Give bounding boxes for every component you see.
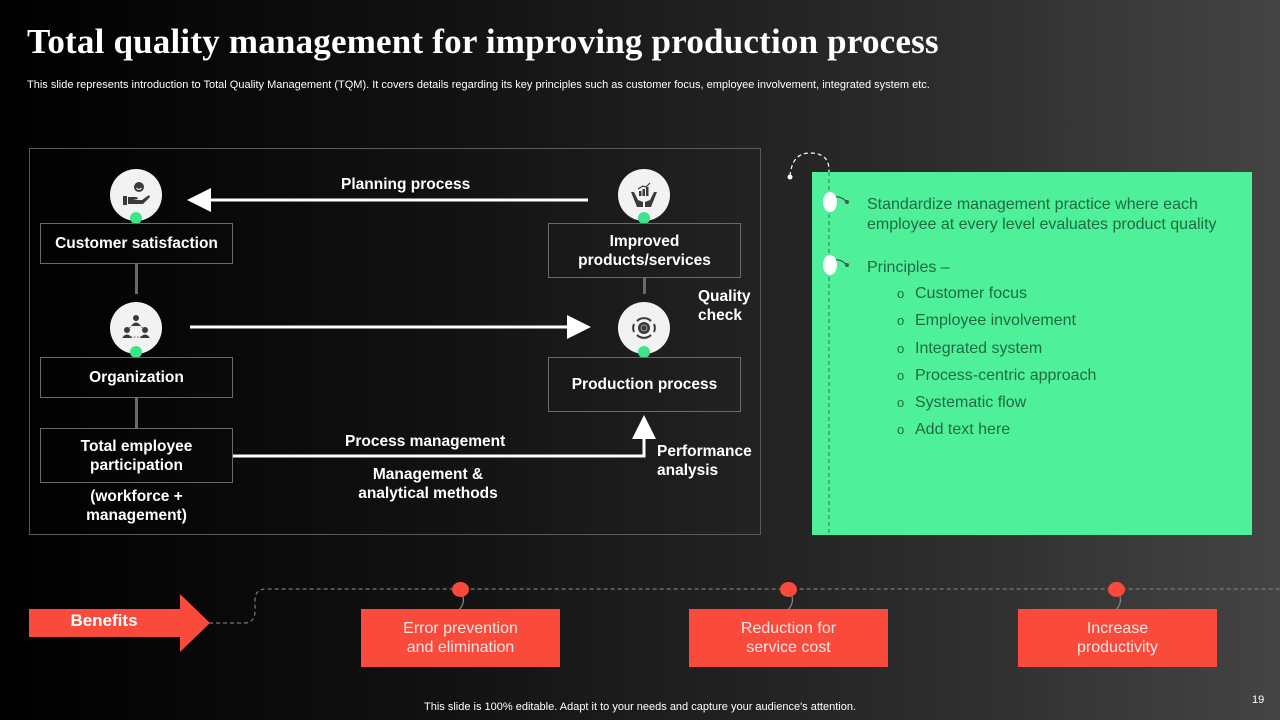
bullet-icon: o [897, 422, 905, 437]
slide-title: Total quality management for improving p… [27, 22, 939, 61]
team-network-icon [122, 315, 150, 338]
node-dot [638, 212, 650, 224]
bullet-node-icon [823, 192, 837, 212]
node-total-employee-participation: Total employee participation [40, 428, 233, 483]
connector-line [135, 398, 138, 428]
benefit-card: Error prevention and elimination [361, 609, 560, 667]
process-management-label: Process management [345, 433, 506, 450]
process-management-arrow [233, 415, 656, 458]
node-production-process: Production process [548, 357, 741, 412]
bullet-icon: o [897, 286, 905, 301]
footer-note: This slide is 100% editable. Adapt it to… [424, 701, 856, 713]
connector-line [135, 264, 138, 294]
node-dot [130, 212, 142, 224]
node-dot [130, 346, 142, 358]
node-improved-products-services: Improved products/services [548, 223, 741, 278]
panel-intro-text: Standardize management practice where ea… [867, 196, 1217, 233]
benefit-card: Increase productivity [1018, 609, 1217, 667]
quality-check-label: Quality check [698, 288, 751, 324]
bullet-icon: o [897, 341, 905, 356]
production-process-icon-circle [618, 302, 670, 354]
gear-cycle-icon [632, 317, 656, 339]
principles-panel: Standardize management practice where ea… [812, 172, 1252, 535]
benefit-card: Reduction for service cost [689, 609, 888, 667]
bullet-node-icon [823, 255, 837, 275]
pin-marker-icon [452, 582, 469, 597]
bullet-icon: o [897, 313, 905, 328]
performance-analysis-label: Performance analysis [657, 443, 752, 479]
benefits-arrow-shape [29, 594, 210, 652]
management-methods-label: Management & analytical methods [358, 466, 498, 502]
planning-process-label: Planning process [341, 176, 471, 193]
node-organization: Organization [40, 357, 233, 398]
hand-smile-icon [123, 182, 150, 205]
panel-dashed-connector [787, 152, 830, 533]
pin-marker-icon [780, 582, 797, 597]
node-customer-satisfaction: Customer satisfaction [40, 223, 233, 264]
bullet-icon: o [897, 395, 905, 410]
organization-icon-circle [110, 302, 162, 354]
principles-heading: Principles – [867, 259, 950, 276]
hands-growth-chart-icon [631, 182, 657, 207]
page-number: 19 [1252, 694, 1265, 706]
diagram-connectors [187, 188, 656, 458]
connector-line [643, 278, 646, 294]
slide-subtitle: This slide represents introduction to To… [27, 79, 930, 91]
workforce-note: (workforce + management) [86, 488, 187, 524]
node-dot [638, 346, 650, 358]
bullet-icon: o [897, 368, 905, 383]
tqm-flow-diagram: Customer satisfaction Organization Total… [29, 148, 761, 535]
pin-marker-icon [1108, 582, 1125, 597]
benefits-label: Benefits [70, 611, 138, 630]
